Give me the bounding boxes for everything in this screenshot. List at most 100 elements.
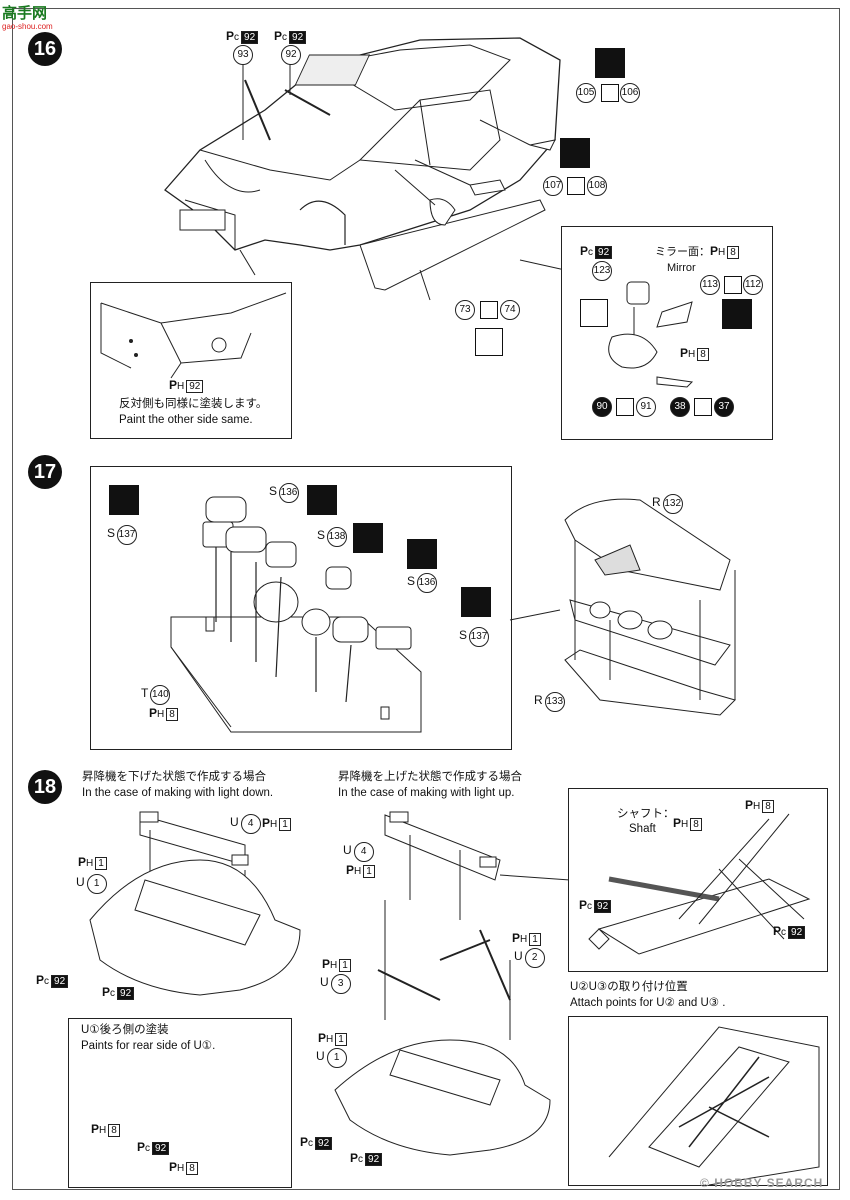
flag-icon-1 [475,328,503,356]
part-113: 113 [700,275,720,295]
paint-icon-17d [407,539,437,569]
paint-icon-17e [461,587,491,617]
lift-mechanism-drawing [588,813,811,955]
page-frame [12,8,840,1190]
part-93: 93 [233,45,253,65]
part-107: 107 [543,176,563,196]
part-108: 108 [587,176,607,196]
paint-icon-1 [595,48,625,78]
attach-en: Attach points for U② and U③ . [570,997,726,1009]
part-38: 38 [670,397,690,417]
part-105: 105 [576,83,596,103]
bowtie-icon-2 [567,177,585,195]
part-112: 112 [743,275,763,295]
part-90: 90 [592,397,612,417]
attach-panel [568,1016,828,1186]
bowtie-icon-3 [480,301,498,319]
step-18-badge: 18 [28,770,62,804]
attach-detail-drawing [608,1026,820,1185]
right-title-jp: 昇降機を上げた状態で作成する場合 [338,771,522,783]
part-92: 92 [281,45,301,65]
note-jp: 反対側も同様に塗装します。 [119,398,268,410]
part-74: 74 [500,300,520,320]
paint-icon-17c [353,523,383,553]
shaft-en: Shaft [629,823,656,835]
headlight-detail-drawing [100,292,287,379]
rear-title-jp: U①後ろ側の塗装 [81,1024,169,1036]
left-title-en: In the case of making with light down. [82,787,274,799]
note-en: Paint the other side same. [119,414,253,426]
watermark-url: gao-shou.com [2,22,53,31]
step-16-badge: 16 [28,32,62,66]
site-watermark: 高手网 [2,2,47,23]
step-17-badge: 17 [28,455,62,489]
brand-name: HOBBY SEARCH [714,1176,824,1190]
paint-icon-17a [109,485,139,515]
mirror-detail-drawing [608,281,694,388]
bowtie-icon-4 [724,276,742,294]
bowtie-icon-1 [601,84,619,102]
lightbar-base-drawing [170,496,422,733]
paint-icon-17b [307,485,337,515]
part-123: 123 [592,261,612,281]
part-37: 37 [714,397,734,417]
copyright-symbol: © [700,1176,710,1190]
bowtie-icon-5 [616,398,634,416]
paint-icon-3 [722,299,752,329]
flag-icon-2 [580,299,608,327]
part-73: 73 [455,300,475,320]
rear-title-en: Paints for rear side of U①. [81,1040,216,1052]
attach-jp: U②U③の取り付け位置 [570,981,688,993]
bowtie-icon-6 [694,398,712,416]
part-91: 91 [636,397,656,417]
part-106: 106 [620,83,640,103]
shaft-jp: シャフト： [617,808,675,820]
left-title-jp: 昇降機を下げた状態で作成する場合 [82,771,266,783]
footer-brand: © HOBBY SEARCH [700,1176,823,1190]
